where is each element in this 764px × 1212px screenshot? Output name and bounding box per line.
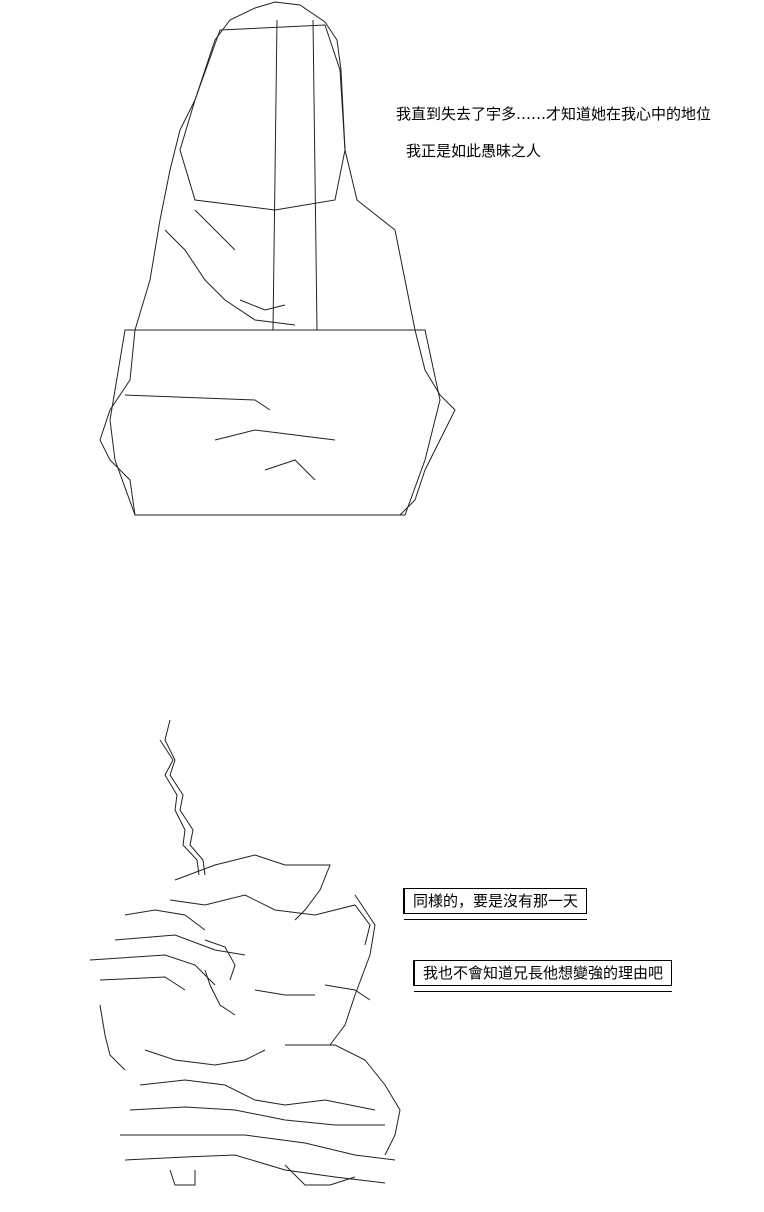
speech-bubble-1: 同様的，要是沒有那一天 [403,888,588,920]
speech-bubble-2: 我也不會知道兄長他想變強的理由吧 [413,960,673,992]
hooded-figure-art [99,1,456,516]
caption-line-1: 我直到失去了宇多……才知道她在我心中的地位 [396,105,712,123]
caption-line-2: 我正是如此愚昧之人 [406,142,542,160]
spear-character-art [89,719,401,1186]
